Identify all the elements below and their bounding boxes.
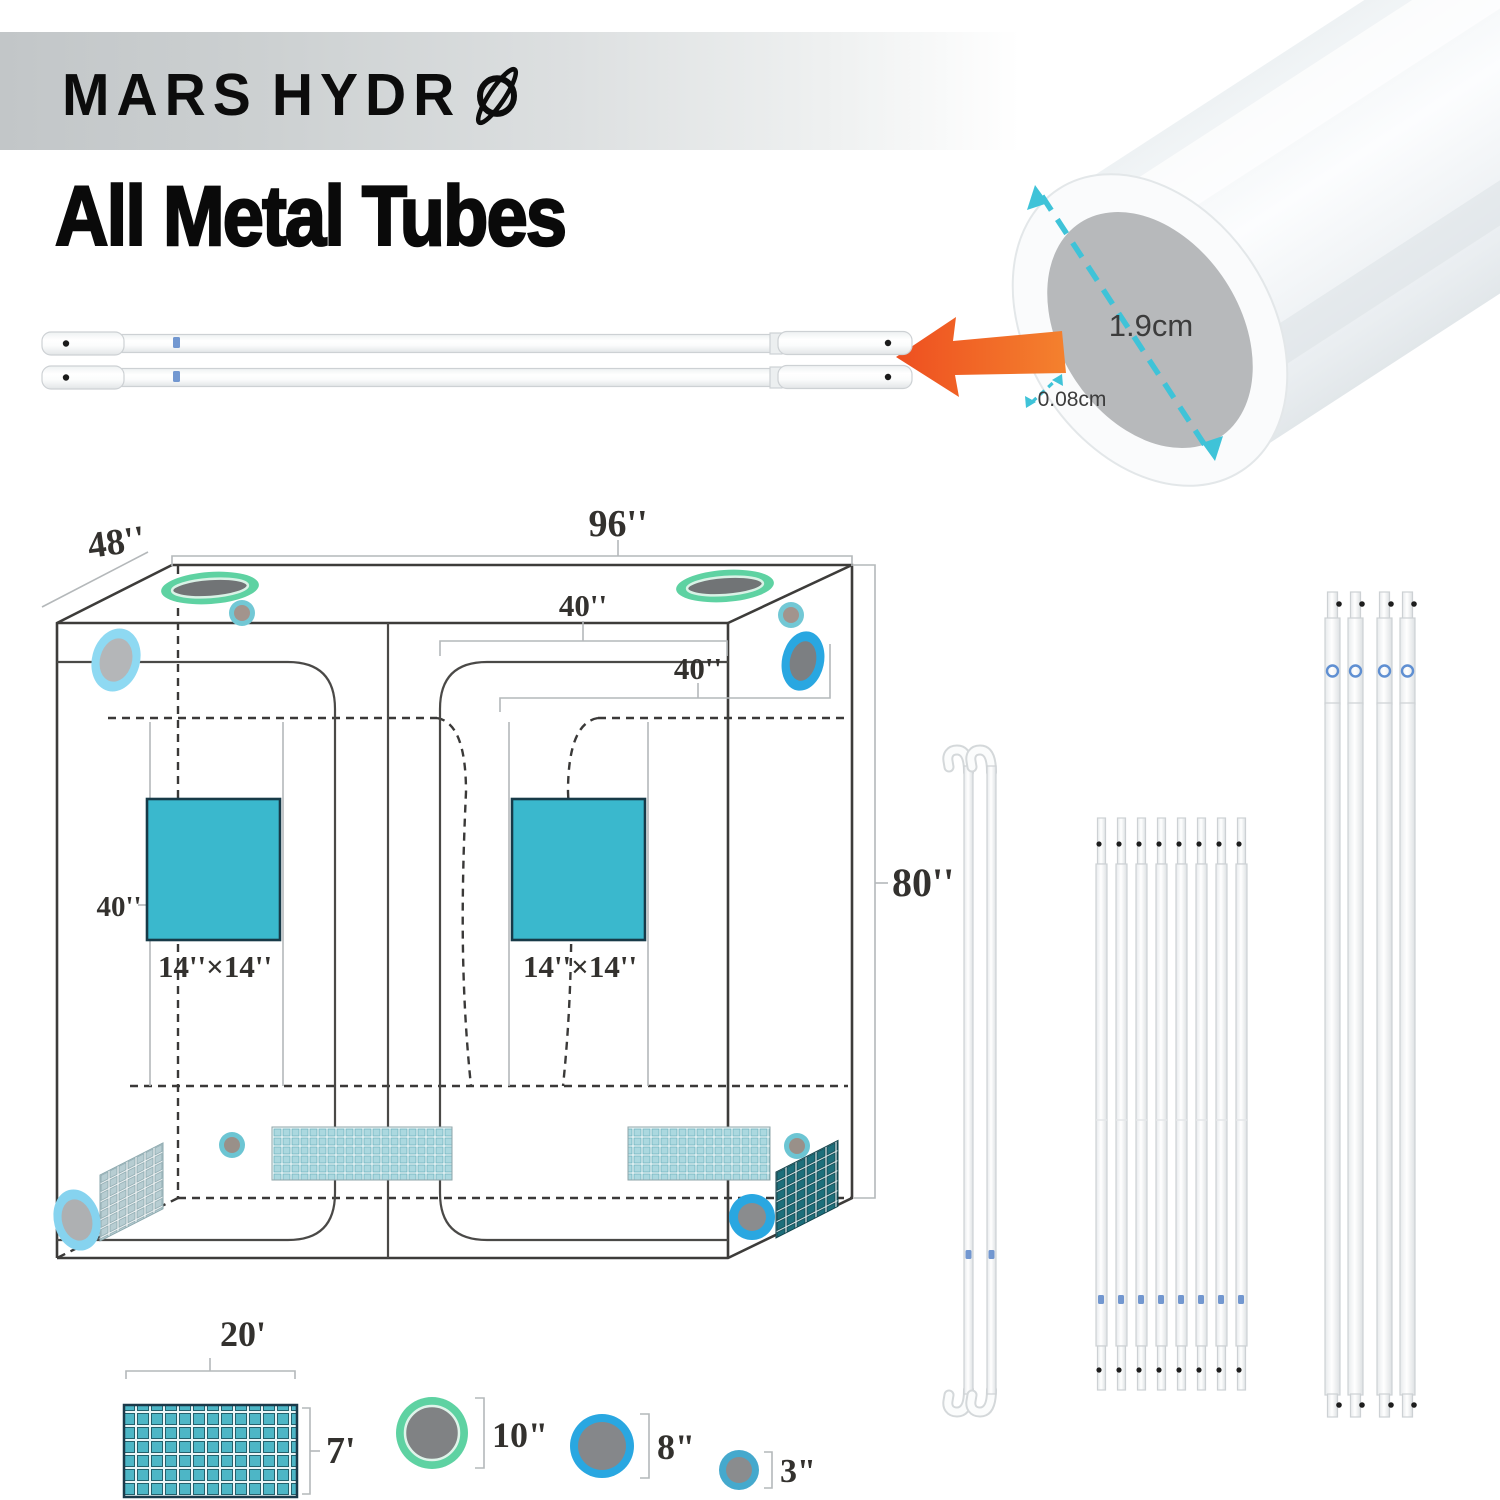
tent-diagram: 96'' 48'' 80'' 40'' 40'' 40'' 14''×14'' …: [41, 503, 954, 1260]
legend-mesh-height-label: 7': [326, 1430, 356, 1472]
duct-right-size-label: 14''×14'': [523, 949, 637, 984]
top-duct-left-label: 40'': [559, 588, 607, 623]
legend-10in-label: 10": [492, 1415, 548, 1455]
diameter-arrow: [1039, 194, 1211, 452]
horizontal-tubes: [41, 330, 913, 390]
vent-8in-bottom-right: [729, 1194, 775, 1240]
tube-cross-section-figure: [896, 0, 1500, 487]
mesh-windows: [99, 1126, 839, 1242]
diameter-label: 1.9cm: [1108, 308, 1194, 343]
snap-button: [884, 339, 892, 347]
legend-vent-10in: [396, 1397, 485, 1469]
legend-8in-label: 8": [657, 1427, 695, 1467]
page-title: All Metal Tubes: [54, 168, 568, 265]
support-bars-hooked: [948, 750, 996, 1412]
wall-thickness-arrow: [1030, 378, 1058, 404]
vent-3in-bottom-left: [219, 1132, 245, 1158]
tent-width-label: 96'': [588, 503, 647, 545]
legend-vent-3in: [719, 1450, 773, 1490]
pole-sets: [930, 590, 1419, 1419]
tube-inner-bore: [1047, 211, 1253, 449]
metal-tube: [41, 330, 913, 356]
vent-10in-right: [676, 569, 774, 603]
metal-tube-3d: [896, 0, 1500, 487]
vent-8in-right: [781, 631, 825, 691]
wall-thickness-label: 0.08cm: [1037, 388, 1107, 411]
legend-vent-8in: [570, 1413, 650, 1479]
vent-8in-bottom-left: [53, 1189, 101, 1251]
duct-left-size-label: 14''×14'': [158, 949, 272, 984]
vent-3in-top-right: [778, 602, 804, 628]
window-height-label: 40'': [96, 891, 141, 923]
vent-10in-left: [161, 571, 259, 605]
pole-set-tall: [1323, 590, 1419, 1419]
vent-3in-bottom-right: [784, 1133, 810, 1159]
legend-mesh: [122, 1358, 320, 1499]
planet-o-icon: [476, 66, 519, 126]
brand-text-hydr: HYDR: [271, 61, 462, 129]
vent-3in-top-left: [229, 600, 255, 626]
pole-set-short: [1095, 817, 1248, 1391]
brand-mark: [173, 337, 180, 348]
duct-port-left: [145, 797, 282, 942]
legend-3in-label: 3": [780, 1453, 816, 1490]
tent-height-label: 80'': [892, 860, 954, 905]
tent-depth-label: 48'': [85, 518, 148, 567]
vents: [53, 569, 825, 1251]
brand-text-mars: MARS: [62, 61, 258, 129]
brand-logo: MARS HYDR: [62, 61, 529, 130]
duct-port-right: [510, 797, 647, 942]
top-duct-right-label: 40'': [674, 651, 722, 686]
dimension-lines: [41, 540, 888, 1199]
vent-legend: 20' 7' 10" 8" 3": [122, 1314, 816, 1499]
snap-button: [62, 340, 70, 347]
vent-8in-left: [91, 628, 141, 692]
pointer-arrow-icon: [896, 317, 1066, 397]
legend-mesh-width-label: 20': [220, 1314, 266, 1354]
